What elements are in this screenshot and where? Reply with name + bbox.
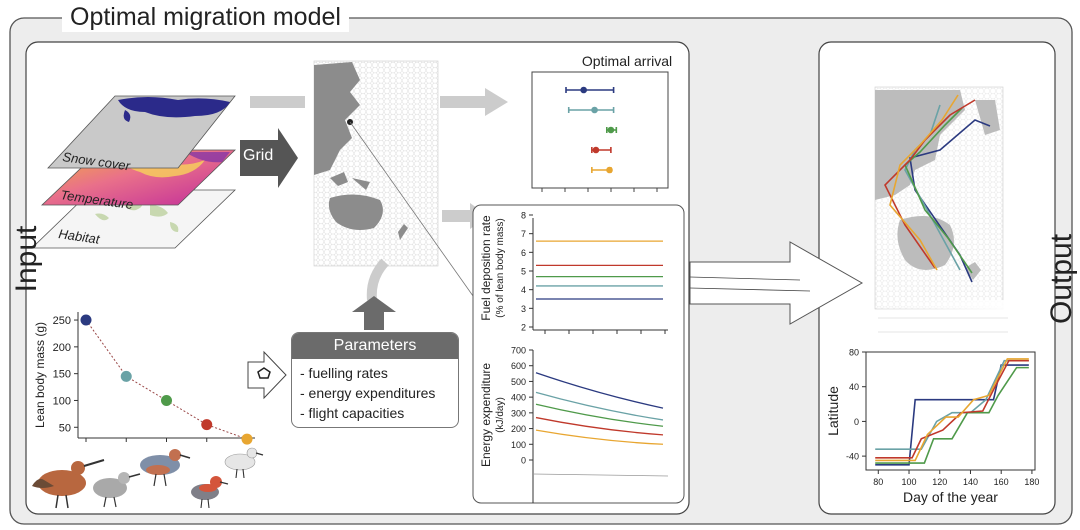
latitude-y-tick-label: 80 — [849, 348, 859, 358]
latitude-y-tick-label: 40 — [849, 382, 859, 392]
to-output-arrow — [689, 241, 864, 325]
mass-point — [80, 314, 92, 326]
arrival-mean-point — [591, 106, 598, 114]
mass-y-axis-label: Lean body mass (g) — [33, 322, 47, 428]
grid-label: Grid — [243, 147, 274, 164]
fuel-y-axis-sublabel: (% of lean body mass) — [495, 218, 506, 318]
grid-map — [313, 60, 491, 321]
bird-sanderling — [224, 447, 264, 479]
migration-route-line — [884, 99, 976, 269]
fuel-y-tick-label: 7 — [521, 229, 526, 239]
map-to-arrival-arrow — [440, 88, 508, 116]
output-label: Output — [1045, 233, 1078, 325]
bird-godwit — [32, 459, 105, 509]
latitude-frame — [865, 351, 1036, 471]
latitude-x-axis-label: Day of the year — [903, 489, 998, 505]
grid-arrow — [240, 128, 298, 188]
fuel-y-axis-label: Fuel deposition rate — [479, 215, 493, 321]
parameter-item: - energy expenditures — [300, 385, 436, 401]
arrival-mean-point — [592, 146, 600, 154]
cursor-icon — [257, 367, 271, 379]
energy-y-tick-label: 100 — [511, 440, 526, 450]
parameters-header: Parameters — [292, 333, 458, 359]
mass-to-parameters-arrow — [247, 350, 287, 400]
energy-y-tick-label: 500 — [511, 377, 526, 387]
bird-knot — [93, 472, 141, 508]
parameter-item: - fuelling rates — [300, 365, 388, 381]
latitude-x-tick-label: 100 — [902, 477, 917, 487]
latitude-x-tick-label: 180 — [1024, 477, 1039, 487]
energy-series-line — [535, 372, 664, 409]
latitude-x-tick-label: 120 — [932, 477, 947, 487]
fuel-y-tick-label: 5 — [521, 267, 526, 277]
energy-x-axis — [532, 473, 669, 477]
fuel-y-tick-label: 2 — [521, 323, 526, 333]
mass-point — [120, 370, 132, 382]
energy-y-tick-label: 300 — [511, 408, 526, 418]
parameters-box: Parameters - fuelling rates - energy exp… — [291, 332, 459, 428]
latitude-series-line — [875, 358, 1029, 462]
fuel-y-tick-label: 3 — [521, 304, 526, 314]
latitude-x-tick-label: 80 — [873, 477, 883, 487]
latitude-y-axis-label: Latitude — [825, 386, 841, 436]
mass-y-tick-label: 150 — [53, 369, 71, 381]
energy-series-line — [535, 416, 664, 436]
arrival-mean-point — [606, 166, 613, 174]
energy-y-tick-label: 400 — [511, 393, 526, 403]
bird-stint — [191, 476, 229, 509]
arrival-mean-point — [607, 126, 615, 134]
rates-panel — [472, 204, 685, 504]
arrival-frame — [531, 71, 669, 189]
energy-y-tick-label: 600 — [511, 361, 526, 371]
parameters-up-arrow — [352, 296, 396, 330]
migration-route-line — [889, 94, 959, 271]
mass-point — [161, 394, 172, 406]
mass-y-tick-label: 50 — [59, 422, 71, 434]
mass-y-tick-label: 200 — [53, 342, 71, 354]
energy-series-line — [535, 403, 664, 427]
energy-series-line — [535, 429, 664, 445]
energy-series-line — [535, 391, 664, 421]
energy-y-axis-label: Energy expenditure — [479, 363, 493, 467]
latitude-x-tick-label: 160 — [994, 477, 1009, 487]
layer-label-habitat: Habitat — [58, 226, 102, 247]
output-route-map — [868, 86, 1018, 340]
parameters-to-map-curve — [366, 258, 389, 301]
bird-sandpiper — [140, 449, 191, 487]
energy-y-tick-label: 700 — [511, 346, 526, 356]
mass-y-tick-label: 100 — [53, 395, 71, 407]
latitude-y-tick-label: -40 — [846, 452, 859, 462]
mass-point — [201, 419, 213, 431]
input-label: Input — [10, 225, 43, 293]
fuel-y-tick-label: 8 — [521, 211, 526, 221]
shorebird-illustrations — [32, 447, 264, 509]
energy-y-axis-sublabel: (kJ/day) — [495, 397, 506, 433]
figure-title: Optimal migration model — [62, 2, 349, 32]
energy-y-tick-label: 200 — [511, 424, 526, 434]
mass-y-tick-label: 250 — [53, 315, 71, 327]
parameter-item: - flight capacities — [300, 405, 405, 421]
latitude-x-tick-label: 140 — [963, 477, 978, 487]
environment-layers: Snow cover Temperature Habitat — [31, 95, 236, 249]
mass-point — [241, 433, 253, 445]
arrival-title: Optimal arrival — [582, 53, 672, 69]
fuel-y-tick-label: 6 — [521, 248, 526, 258]
fuel-y-tick-label: 4 — [521, 285, 526, 295]
layers-to-map-arrow — [250, 96, 305, 108]
parameters-list: - fuelling rates - energy expenditures -… — [292, 363, 458, 423]
arrival-mean-point — [580, 86, 587, 94]
latitude-y-tick-label: 0 — [854, 417, 859, 427]
energy-y-tick-label: 0 — [521, 456, 526, 466]
